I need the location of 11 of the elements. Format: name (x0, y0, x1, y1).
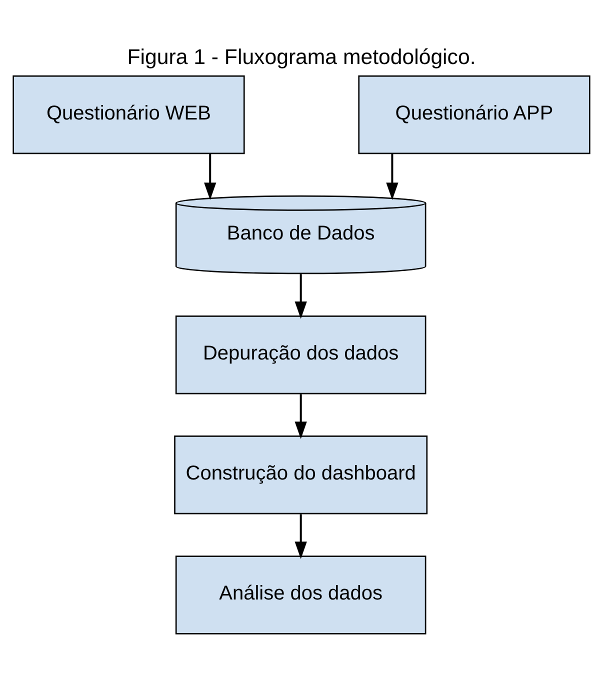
node-box: Questionário APP (358, 75, 590, 154)
node-box: Depuração dos dados (175, 315, 426, 394)
arrow (294, 394, 307, 439)
arrow (294, 274, 307, 319)
node-box: Questionário WEB (12, 75, 245, 154)
node-box: Construção do dashboard (174, 436, 428, 514)
arrow (386, 154, 398, 200)
arrow (294, 514, 307, 559)
diagram-title: Figura 1 - Fluxograma metodológico. (127, 44, 476, 69)
node-box: Análise dos dados (175, 556, 426, 634)
arrow (204, 154, 216, 200)
